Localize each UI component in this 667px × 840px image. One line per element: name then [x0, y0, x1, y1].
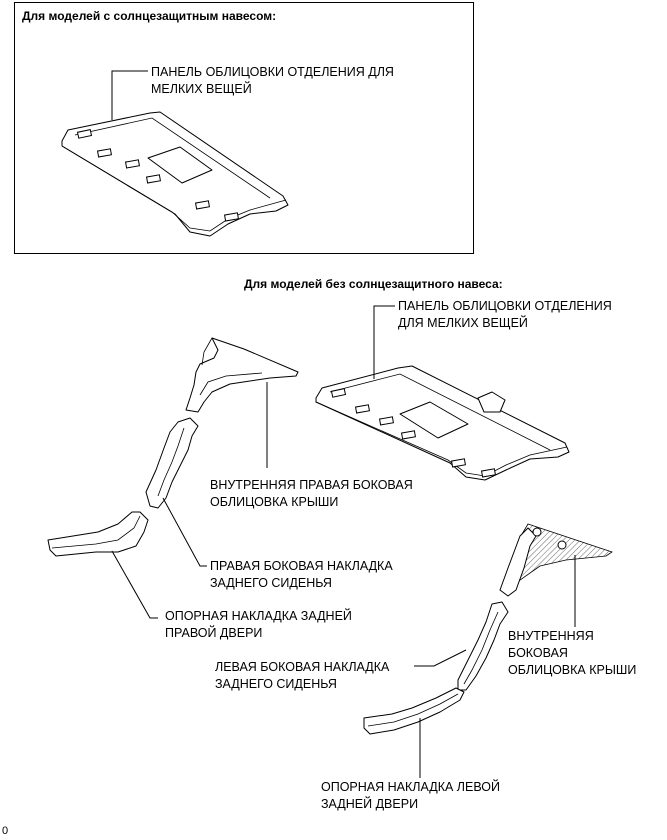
leader-lh-rear-seat-side — [414, 649, 467, 667]
package-tray-bottom-drawing — [315, 365, 570, 481]
leader-rh-rear-seat-side — [162, 497, 207, 567]
package-tray-top-drawing — [61, 111, 289, 237]
rh-rear-seat-side-drawing — [145, 417, 199, 509]
lh-rear-seat-side-drawing — [457, 601, 509, 691]
lh-rear-door-scuff-drawing — [363, 687, 465, 735]
leader-rh-rear-door-scuff — [111, 550, 158, 619]
header-without-sunshade: Для моделей без солнцезащитного навеса: — [244, 277, 503, 291]
with-sunshade-inset — [14, 2, 474, 254]
roof-side-inner-drawing — [499, 523, 613, 597]
figure-code: 0 — [2, 825, 9, 837]
rh-roof-side-inner-drawing — [185, 337, 299, 413]
leader-package-tray-top — [111, 70, 148, 120]
leader-package-tray-bottom — [373, 305, 395, 379]
rh-rear-door-scuff-drawing — [47, 511, 149, 557]
header-with-sunshade: Для моделей с солнцезащитным навесом: — [22, 9, 277, 23]
